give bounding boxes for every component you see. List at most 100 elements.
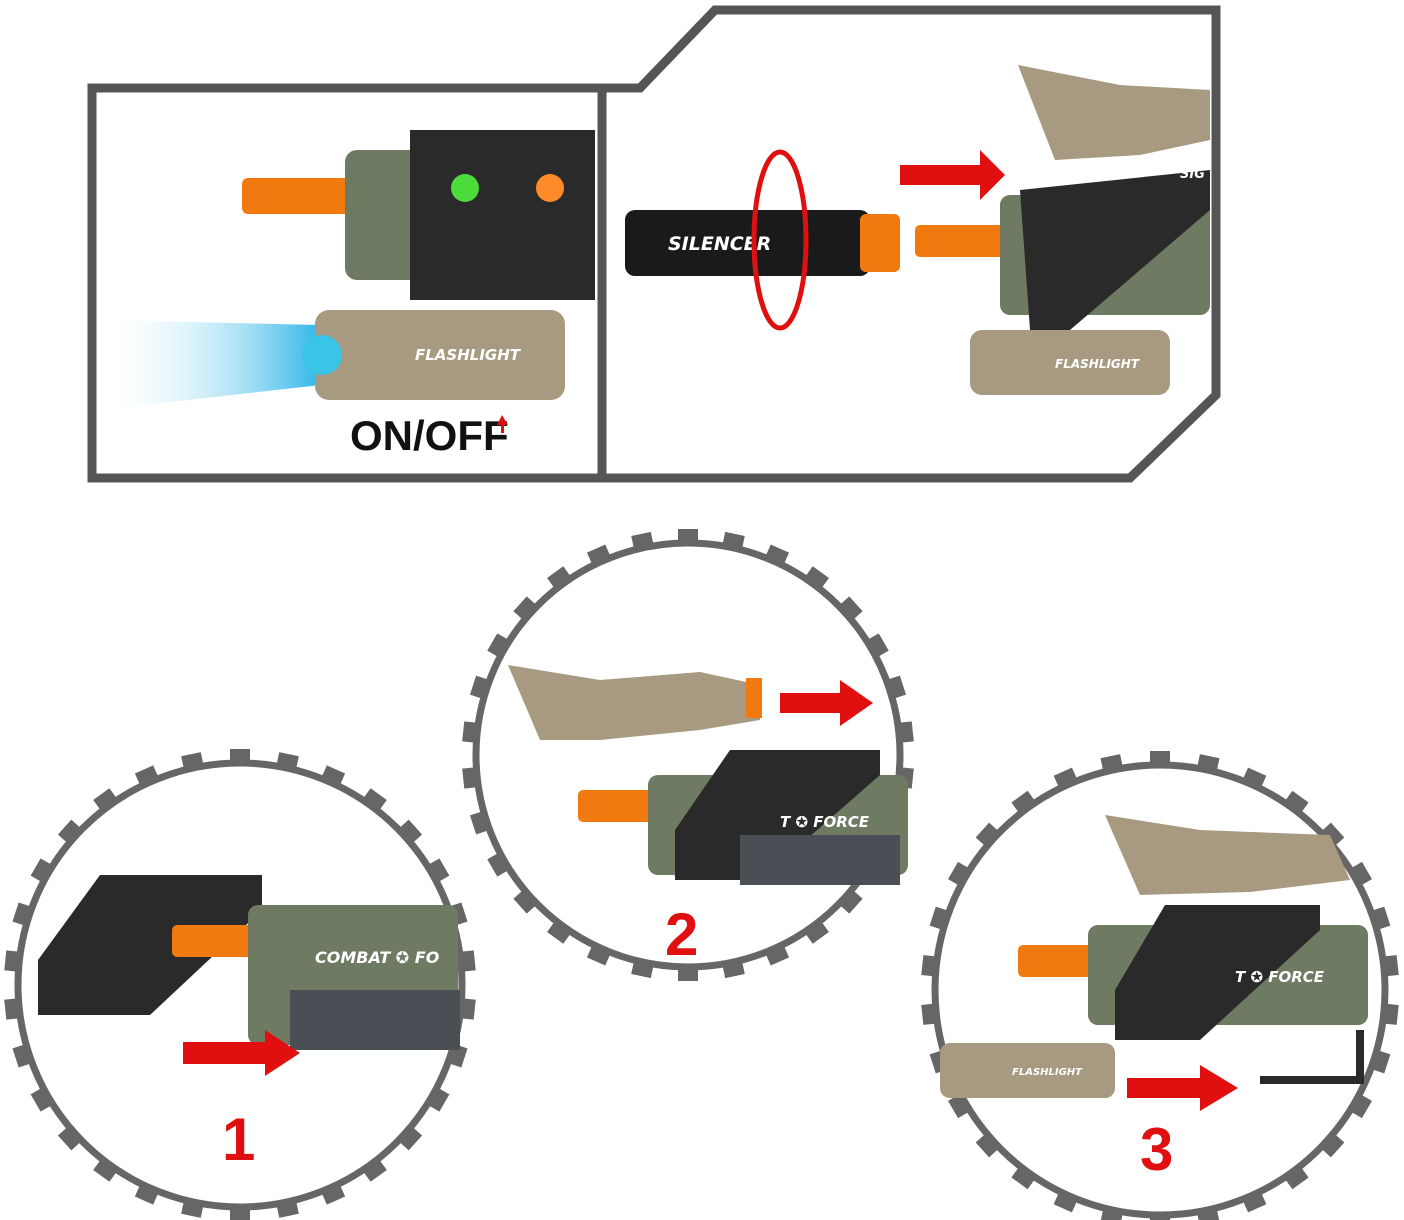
gear-tooth (1100, 754, 1124, 774)
svg-text:SIGHT: SIGHT (1245, 894, 1287, 908)
gear-tooth (396, 819, 423, 846)
gear-tooth (1150, 1213, 1170, 1220)
gear-tooth (57, 819, 84, 846)
gear-tooth (361, 788, 387, 813)
gear-tooth (586, 544, 612, 568)
gear-tooth (30, 858, 55, 884)
gear-tooth (1282, 1164, 1309, 1190)
gear-tooth (181, 1198, 205, 1218)
svg-text:FLASHLIGHT: FLASHLIGHT (1055, 357, 1140, 371)
gear-tooth (30, 1086, 55, 1112)
svg-text:SIG: SIG (1180, 167, 1205, 182)
svg-text:COMBAT ✪ FO: COMBAT ✪ FO (315, 948, 440, 967)
silencer-label: SILENCER (668, 233, 771, 255)
gear-tooth (948, 1092, 972, 1119)
gear-tooth (361, 1157, 387, 1182)
gear-tooth (1348, 861, 1372, 888)
flashlight (970, 330, 1170, 395)
gear-tooth (1319, 1131, 1345, 1158)
gear-tooth (895, 721, 914, 743)
gear-tooth (12, 1043, 34, 1068)
gear-tooth (513, 596, 539, 622)
gear-tooth (93, 1157, 119, 1182)
gear-tooth (1368, 1049, 1391, 1074)
svg-text:1: 1 (222, 1106, 255, 1173)
gear-tooth (929, 906, 952, 931)
gear-tooth (513, 888, 539, 914)
gear-tooth (457, 998, 476, 1020)
gear-tooth (1368, 906, 1391, 931)
gear-tooth (1319, 822, 1345, 849)
arrow-right-icon (183, 1030, 300, 1076)
gear-tooth (803, 566, 829, 591)
on-off-label: ON/OFF (350, 412, 509, 459)
gear-tooth (975, 822, 1001, 849)
green-light (451, 174, 479, 202)
gear-tooth (425, 858, 450, 884)
gear-tooth (181, 752, 205, 772)
svg-text:T ✪ FORCE: T ✪ FORCE (780, 813, 870, 831)
barrel-tip (242, 178, 352, 214)
gear-tooth (586, 942, 612, 966)
gear-tooth (975, 1131, 1001, 1158)
gear-tooth (1282, 790, 1309, 816)
gear-tooth (1380, 1003, 1399, 1025)
gear-tooth (1011, 790, 1038, 816)
gear-tooth (547, 566, 573, 591)
gear-tooth (864, 633, 889, 659)
gear-tooth (721, 958, 745, 979)
rail-mount (38, 875, 262, 1015)
flashlight (940, 1043, 1115, 1098)
gear-tooth (803, 919, 829, 944)
flashlight-panel: FLASHLIGHT ON/OFF (100, 130, 595, 459)
gear-tooth (631, 531, 655, 552)
gear-tooth (837, 888, 863, 914)
gear-tooth (837, 596, 863, 622)
silencer (625, 210, 870, 276)
rail-mount (410, 130, 595, 300)
gear-tooth (396, 1124, 423, 1151)
gear-tooth (469, 675, 492, 700)
gear-tooth (487, 851, 512, 877)
gear-tooth (764, 942, 790, 966)
gear-tooth (275, 1198, 299, 1218)
arrow-right-icon (1127, 1065, 1238, 1111)
gear-tooth (1196, 1206, 1220, 1220)
gear-tooth (631, 958, 655, 979)
sight (1105, 815, 1350, 895)
svg-text:3: 3 (1140, 1116, 1173, 1183)
flashlight-label: FLASHLIGHT (415, 346, 522, 364)
gear-tooth (12, 902, 34, 927)
arrow-right-icon (780, 680, 873, 726)
gear-tooth (1196, 754, 1220, 774)
gear-ring-3 (921, 751, 1399, 1220)
gear-tooth (1241, 767, 1267, 791)
gear-tooth (425, 1086, 450, 1112)
gear-tooth (275, 752, 299, 772)
gear-tooth (1053, 767, 1079, 791)
gear-tooth (487, 633, 512, 659)
gear-tooth (4, 998, 23, 1020)
gear-tooth (4, 950, 23, 972)
gear-tooth (884, 675, 907, 700)
step-3: SIGHT T ✪ FORCE FLASHLIGHT 3 (940, 815, 1368, 1183)
top-frame (87, 5, 1221, 483)
svg-text:FLASHLIGHT: FLASHLIGHT (1012, 1067, 1083, 1078)
rotate-arrow-icon (751, 149, 809, 331)
gear-tooth (320, 765, 346, 789)
svg-text:T ✪ FORCE: T ✪ FORCE (1235, 968, 1325, 986)
step-1: COMBAT ✪ FO 1 (38, 875, 460, 1173)
gear-tooth (462, 721, 481, 743)
gear-tooth (1380, 955, 1399, 977)
gear-tooth (462, 767, 481, 789)
gear-tooth (921, 955, 940, 977)
sight (1018, 65, 1210, 160)
gear-tooth (134, 1181, 160, 1205)
gear-tooth (948, 861, 972, 888)
gear-tooth (1100, 1206, 1124, 1220)
step-2: SIGHT T ✪ FORCE 2 (508, 665, 908, 968)
light-beam (100, 320, 320, 410)
arrow-right-icon (900, 150, 1005, 200)
